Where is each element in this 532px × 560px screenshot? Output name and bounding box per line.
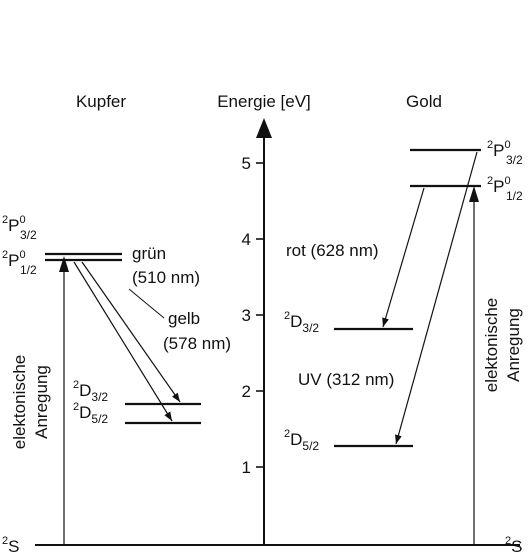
copper-green-wavelength: (510 nm) (132, 268, 200, 287)
copper-excitation-arrowhead (59, 256, 69, 272)
tick-label-4: 4 (242, 230, 251, 249)
tick-label-3: 3 (242, 306, 251, 325)
copper-transition-green (81, 261, 181, 403)
gold-label-2d52: 2D5/2 (284, 428, 319, 453)
ground-state-label-right: 2S (505, 535, 522, 556)
header-gold: Gold (406, 92, 442, 111)
tick-label-2: 2 (242, 382, 251, 401)
gold-transition-uv (395, 151, 478, 445)
copper-transition-yellow (73, 261, 173, 422)
copper-yellow-leader (128, 288, 165, 319)
tick-label-5: 5 (242, 154, 251, 173)
copper-label-2d52: 2D5/2 (73, 401, 108, 426)
copper-yellow-label: gelb (168, 309, 200, 328)
gold-label-2d32: 2D3/2 (284, 310, 319, 335)
gold-transition-red (382, 187, 425, 328)
header-copper: Kupfer (76, 92, 126, 111)
ground-state-label-left: 2S (2, 535, 19, 556)
header-energy-axis: Energie [eV] (217, 92, 311, 111)
gold-excitation-arrowhead (469, 186, 479, 202)
tick-label-1: 1 (242, 458, 251, 477)
copper-label-2d32: 2D3/2 (73, 379, 108, 404)
energy-axis-arrowhead (256, 118, 272, 138)
gold-uv-label: UV (312 nm) (298, 370, 394, 389)
copper-yellow-wavelength: (578 nm) (163, 334, 231, 353)
copper-green-label: grün (132, 244, 166, 263)
gold-red-label: rot (628 nm) (286, 241, 379, 260)
